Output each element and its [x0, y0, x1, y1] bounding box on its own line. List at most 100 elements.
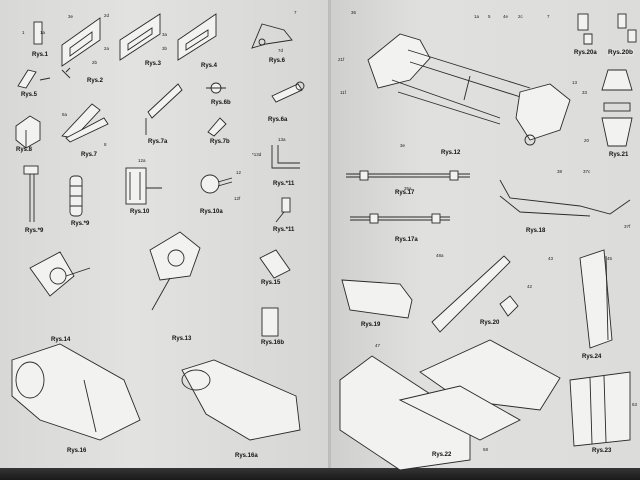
part-callout: 12a: [138, 158, 146, 163]
figure-caption: Rys.10a: [200, 209, 223, 215]
part-callout: 21f: [338, 57, 345, 62]
part-drawing-rys-6b: [206, 82, 226, 94]
figure-caption: Rys.4: [201, 63, 218, 69]
part-drawing-rys-15: [259, 249, 291, 279]
part-drawing-rys-6a: [271, 81, 305, 103]
part-drawing-rys-2: [61, 17, 101, 79]
part-callout: 1a: [40, 30, 46, 35]
part-callout: 38: [557, 169, 563, 174]
part-callout: 13: [572, 80, 578, 85]
figure-caption: Rys.22: [432, 452, 452, 458]
part-callout: 35a: [404, 186, 412, 191]
part-callout: 42: [527, 284, 533, 289]
part-drawing-rys-19: [341, 279, 413, 319]
part-drawing-rys-18: [499, 179, 631, 217]
part-callout: 63: [632, 402, 638, 407]
part-callout: 20: [584, 138, 590, 143]
part-drawing-rys-20a: [577, 13, 593, 45]
part-callout: *13d: [252, 152, 262, 157]
part-drawing-rys-13: [149, 231, 201, 311]
part-drawing-rys-7a: [145, 83, 183, 135]
part-callout: 37c: [583, 169, 591, 174]
figure-caption: Rys.1: [32, 52, 49, 58]
part-drawing-rys-23: [569, 371, 631, 447]
part-callout: 3e: [68, 14, 74, 19]
part-drawing-rys-10a: [200, 174, 233, 194]
part-drawing-rys-20: [431, 255, 519, 333]
figure-caption: Rys.7b: [210, 139, 230, 145]
part-drawing-rys-11b: [275, 197, 291, 223]
part-drawing-rys-16: [11, 343, 141, 441]
figure-caption: Rys.2: [87, 78, 104, 84]
figure-caption: Rys.*11: [273, 227, 295, 233]
part-callout: 3b: [162, 46, 168, 51]
figure-caption: Rys.15: [261, 280, 281, 286]
figure-caption: Rys.18: [526, 228, 546, 234]
part-callout: 48a: [436, 253, 444, 258]
page-fold: [328, 0, 331, 468]
part-callout: 12f: [234, 196, 241, 201]
part-callout: 3e: [400, 143, 406, 148]
part-drawing-rys-16b: [261, 307, 279, 337]
figure-caption: Rys.20a: [574, 50, 597, 56]
figure-caption: Rys.20: [480, 320, 500, 326]
figure-caption: Rys.6a: [268, 117, 288, 123]
part-drawing-rys-6: [251, 23, 293, 49]
part-drawing-rys-17a: [350, 213, 450, 224]
figure-caption: Rys.19: [361, 322, 381, 328]
figure-caption: Rys.16: [67, 448, 87, 454]
part-callout: 1: [22, 30, 25, 35]
part-drawing-rys-9b: [69, 175, 83, 217]
part-callout: 2a: [104, 46, 110, 51]
figure-caption: Rys.24: [582, 354, 602, 360]
figure-caption: Rys.21: [609, 152, 629, 158]
part-drawing-rys-8: [15, 115, 41, 149]
part-drawing-rys-9: [23, 165, 39, 222]
part-callout: 7d: [278, 48, 284, 53]
figure-caption: Rys.7: [81, 152, 98, 158]
figure-caption: Rys.6: [269, 58, 286, 64]
figure-caption: Rys.12: [441, 150, 461, 156]
part-callout: 36: [351, 10, 357, 15]
figure-caption: Rys.*9: [25, 228, 44, 234]
part-callout: 37f: [624, 224, 631, 229]
part-drawing-rys-14: [29, 251, 91, 297]
figure-caption: Rys.17: [395, 190, 415, 196]
part-callout: 8a: [62, 112, 68, 117]
part-drawing-rys-4: [177, 13, 217, 61]
figure-caption: Rys.14: [51, 337, 71, 343]
part-callout: 2b: [92, 60, 98, 65]
part-drawing-rys-7: [61, 103, 109, 143]
part-callout: 7: [294, 10, 297, 15]
part-callout: 2c: [518, 14, 523, 19]
part-callout: 4e: [503, 14, 509, 19]
part-callout: 5: [488, 14, 491, 19]
part-callout: 13a: [278, 137, 286, 142]
figure-caption: Rys.20b: [607, 49, 634, 56]
figure-caption: Rys.8: [16, 147, 33, 153]
part-drawing-rys-7b: [207, 117, 227, 137]
part-drawing-rys-12: [367, 33, 571, 146]
figure-caption: Rys.17a: [395, 237, 418, 243]
figure-caption: Rys.16a: [235, 453, 258, 459]
part-callout: 11f: [340, 90, 346, 95]
figure-caption: Rys.13: [172, 336, 192, 342]
part-drawing-rys-21: [601, 69, 633, 147]
part-drawing-rys-22: [339, 339, 561, 471]
figure-caption: Rys.*11: [273, 181, 295, 187]
figure-caption: Rys.5: [21, 92, 38, 98]
part-drawing-rys-24: [579, 249, 613, 349]
part-drawing-rys-1: [33, 21, 43, 45]
part-drawing-rys-20b: [617, 13, 637, 43]
part-callout: 45: [607, 256, 613, 261]
part-callout: 2d: [104, 13, 110, 18]
part-drawing-rys-11: [271, 145, 300, 169]
part-drawing-rys-17: [346, 170, 470, 181]
part-callout: 58: [483, 447, 489, 452]
part-drawing-rys-3: [119, 13, 161, 61]
part-drawing-rys-10: [125, 167, 162, 205]
figure-caption: Rys.6b: [211, 100, 231, 106]
figure-caption: Rys.*9: [71, 221, 90, 227]
part-callout: 3a: [162, 32, 168, 37]
